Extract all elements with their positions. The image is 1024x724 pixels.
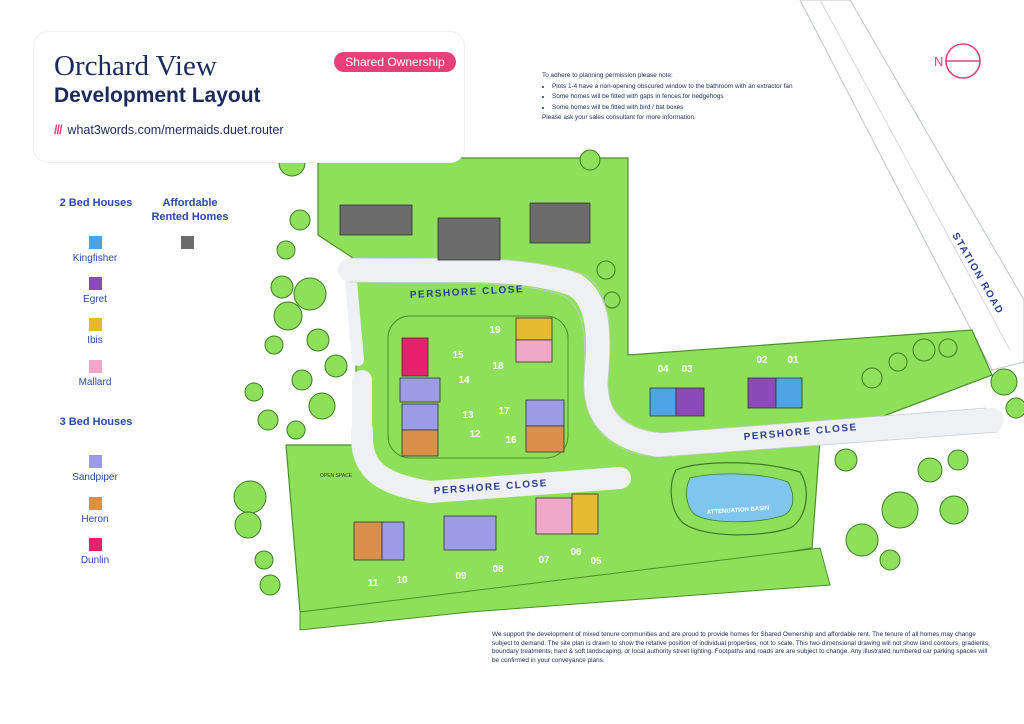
legend-kingfisher: Kingfisher	[55, 236, 135, 264]
legend-ibis: Ibis	[55, 318, 135, 346]
development-subtitle: Development Layout	[54, 84, 261, 107]
legend-swatch	[88, 538, 102, 551]
plot-01: 01	[787, 355, 799, 366]
legend-affordable	[147, 236, 227, 249]
legend-dunlin: Dunlin	[55, 538, 135, 566]
legend-label: Ibis	[87, 335, 103, 346]
plot-06: 06	[570, 547, 582, 558]
legend-affordable-swatch	[180, 236, 194, 249]
legend-swatch	[88, 455, 102, 468]
legend-swatch	[88, 318, 102, 331]
legend-label: Mallard	[78, 377, 112, 388]
planning-notes: To adhere to planning permission please …	[542, 71, 842, 124]
plot-05: 05	[590, 556, 602, 567]
plot-houses	[353, 317, 803, 561]
disclaimer-footer: We support the development of mixed tenu…	[492, 631, 990, 664]
north-compass: N	[934, 43, 981, 79]
legend-swatch	[88, 277, 102, 290]
roads	[338, 258, 1004, 503]
plot-04: 04	[657, 364, 669, 375]
legend-mallard: Mallard	[55, 360, 135, 388]
plot-03: 03	[681, 364, 693, 375]
plot-13: 13	[462, 410, 474, 421]
legend-label: Dunlin	[80, 555, 110, 566]
plot-17: 17	[498, 406, 510, 417]
plot-09: 09	[455, 571, 467, 582]
plot-numbers: 01 02 03 04 05 06 07 08 09 10 11 12 13 1…	[368, 325, 799, 589]
legend-heading-3-bed: 3 Bed Houses	[59, 416, 133, 428]
what3words-link[interactable]: /// what3words.com/mermaids.duet.router	[54, 123, 283, 137]
plot-11: 11	[368, 578, 379, 589]
note-item: Some homes will be fitted with bird / ba…	[552, 103, 842, 114]
note-item: Plots 1-4 have a non-opening obscured wi…	[552, 82, 842, 93]
affordable-houses	[339, 202, 591, 261]
plot-16: 16	[505, 435, 517, 446]
legend-heron: Heron	[55, 497, 135, 525]
legend-label: Kingfisher	[72, 253, 118, 264]
plot-18: 18	[492, 361, 504, 372]
plot-12: 12	[469, 429, 481, 440]
attenuation-basin	[670, 462, 807, 536]
notes-outro: Please ask your sales consultant for mor…	[542, 114, 696, 121]
legend-label: Heron	[81, 514, 109, 525]
plot-08: 08	[492, 564, 504, 575]
legend-label: Sandpiper	[72, 472, 118, 483]
what3words-address: what3words.com/mermaids.duet.router	[67, 123, 284, 137]
what3words-icon: ///	[54, 123, 62, 137]
legend-sandpiper: Sandpiper	[55, 455, 135, 483]
legend-swatch	[88, 236, 102, 249]
legend-swatch	[88, 360, 102, 373]
basin-label: ATTENUATION BASIN	[707, 506, 770, 516]
plot-19: 19	[489, 325, 501, 336]
legend-heading-affordable: Affordable Rented Homes	[151, 197, 229, 223]
legend-swatch	[88, 497, 102, 510]
plot-15: 15	[452, 350, 464, 361]
north-letter: N	[934, 54, 943, 69]
legend-label: Egret	[83, 294, 107, 305]
station-road	[799, 0, 1024, 371]
notes-intro: To adhere to planning permission please …	[542, 72, 673, 79]
shared-ownership-badge: Shared Ownership	[334, 52, 456, 72]
legend-heading-2-bed: 2 Bed Houses	[59, 197, 133, 209]
plot-02: 02	[756, 355, 768, 366]
open-space-label: OPEN SPACE	[320, 473, 353, 479]
legend-egret: Egret	[55, 277, 135, 305]
development-title: Orchard View	[54, 50, 217, 82]
plot-07: 07	[538, 555, 550, 566]
plot-10: 10	[396, 575, 408, 586]
plot-14: 14	[458, 375, 470, 386]
note-item: Some homes will be fitted with gaps in f…	[552, 92, 842, 103]
